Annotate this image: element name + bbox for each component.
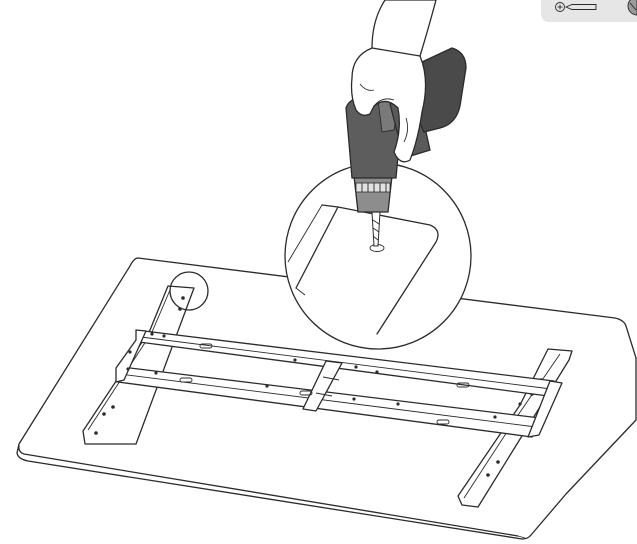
frame-crossbars: [115, 329, 563, 438]
highlight-circle: [169, 271, 209, 311]
hand: [350, 0, 437, 163]
screw-head-icon: [627, 0, 637, 16]
tool-badge: [541, 0, 637, 22]
left-leg-plate: [82, 285, 195, 445]
phillips-screwdriver-icon: [555, 2, 597, 12]
desktop-board: [16, 257, 637, 540]
